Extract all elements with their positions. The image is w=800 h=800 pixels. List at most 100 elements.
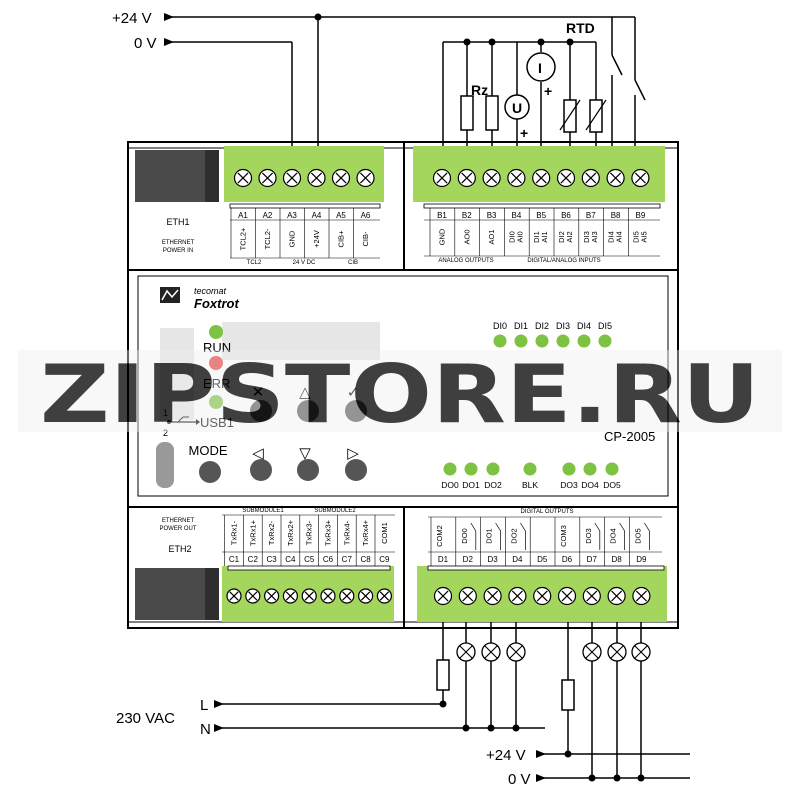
terminal-signal: DI5 [631,231,640,243]
lamp-cross [610,645,624,659]
screw-slot [511,590,523,602]
terminal-signal: DO4 [609,528,618,543]
keypad-button[interactable] [297,400,319,422]
screw-slot [561,590,573,602]
terminal-signal: COM2 [435,525,444,547]
label-230vac: 230 VAC [116,710,175,727]
terminal-block-base [427,565,665,571]
front-panel [137,275,669,497]
group-analog-outputs: ANALOG OUTPUTS [438,258,493,264]
arrow-zero-bottom [536,774,546,782]
junction-dot [566,38,574,46]
contact-symbol [644,522,650,550]
terminal-signal: DI3 [582,231,591,243]
keypad-button[interactable] [297,459,319,481]
screw-slot [585,172,597,184]
terminal-number: C5 [304,555,315,564]
terminal-number: A6 [361,211,371,220]
terminal-number: A4 [312,211,322,220]
keypad-button[interactable] [345,459,367,481]
group-digital-analog-inputs: DIGITAL/ANALOG INPUTS [527,258,600,264]
junction-dot [314,13,322,21]
sensor-wiring [442,41,646,148]
terminal-signal: DO5 [633,528,642,543]
terminal-signal: CIB+ [337,230,346,248]
terminal-number: C3 [266,555,277,564]
terminal-signal: DI0 [507,231,516,243]
di-led-label: DI1 [514,321,528,331]
terminal-block-base [423,203,661,209]
screw-slot [379,591,390,601]
terminal-number: B9 [636,211,646,220]
di-led-label: DI2 [535,321,549,331]
screw-slot [461,172,473,184]
group-24vdc: 24 V DC [293,260,316,266]
terminal-number: C4 [285,555,296,564]
terminal-number: C9 [379,555,390,564]
terminal-number: C8 [360,555,371,564]
terminal-signal: TxRx3- [305,520,314,545]
terminal-signal: DI1 [532,231,541,243]
label-i-plus: + [544,83,552,99]
eth1-note-1: ETHERNET [162,240,195,246]
terminal-block-c: TxRx1-C1TxRx1+C2TxRx2-C3TxRx2+C4TxRx3-C5… [222,514,395,622]
screw-slot [285,591,296,601]
display [222,322,380,360]
terminal-signal: TCL2+ [239,227,248,250]
keypad-button[interactable] [250,400,272,422]
terminal-number: C7 [342,555,353,564]
lamp-cross [484,645,498,659]
terminal-number: D6 [562,555,573,564]
lamps [456,642,651,662]
terminal-signal: DO0 [460,528,469,543]
di-led-label: DI3 [556,321,570,331]
terminal-signal: TxRx4+ [361,519,370,546]
svg-text:1: 1 [163,408,168,418]
watermark: ZIPSTORE.RU [18,348,782,441]
eth1-label: ETH1 [166,217,189,227]
screw-slot [487,590,499,602]
screw-slot [304,591,314,601]
rtd-slash [559,99,581,131]
rtd-slash [585,99,607,131]
terminal-number: D2 [463,555,474,564]
brand-name: tecomat [194,286,227,296]
led-usb1 [209,395,223,409]
terminal-signal: AO1 [487,229,496,244]
do-led [464,462,478,476]
label-rz: Rz [471,82,488,98]
lamp-cross [634,645,648,659]
terminal-number: D4 [512,555,523,564]
terminal-signal: GND [288,230,297,247]
terminal-block-base [227,565,391,571]
screw-slot [610,172,622,184]
key-glyph: ✓ [347,384,360,401]
group-digital-outputs: DIGITAL OUTPUTS [520,509,573,515]
screw-slot [437,590,449,602]
resistor-icon [485,95,499,131]
screw-slot [634,172,646,184]
supply-top [172,16,636,148]
screw-slot [323,591,333,601]
terminal-number: B1 [437,211,447,220]
keypad-button[interactable] [250,459,272,481]
terminal-number: B8 [611,211,621,220]
keypad-button[interactable] [345,400,367,422]
do-led [443,462,457,476]
do-led [583,462,597,476]
key-glyph: ▽ [299,445,311,462]
junction-dot [463,38,471,46]
terminal-number: D7 [587,555,598,564]
label-zero-bottom: 0 V [508,771,531,788]
key-glyph: ◁ [252,445,264,462]
label-plus24-bottom: +24 V [486,747,526,764]
lamp-cross [459,645,473,659]
model-name: CP-2005 [604,429,655,444]
status-run: RUN [203,340,231,355]
terminal-signal: DO1 [485,528,494,543]
label-u: U [512,100,522,116]
mode-button[interactable] [199,461,221,483]
led-run [209,325,223,339]
